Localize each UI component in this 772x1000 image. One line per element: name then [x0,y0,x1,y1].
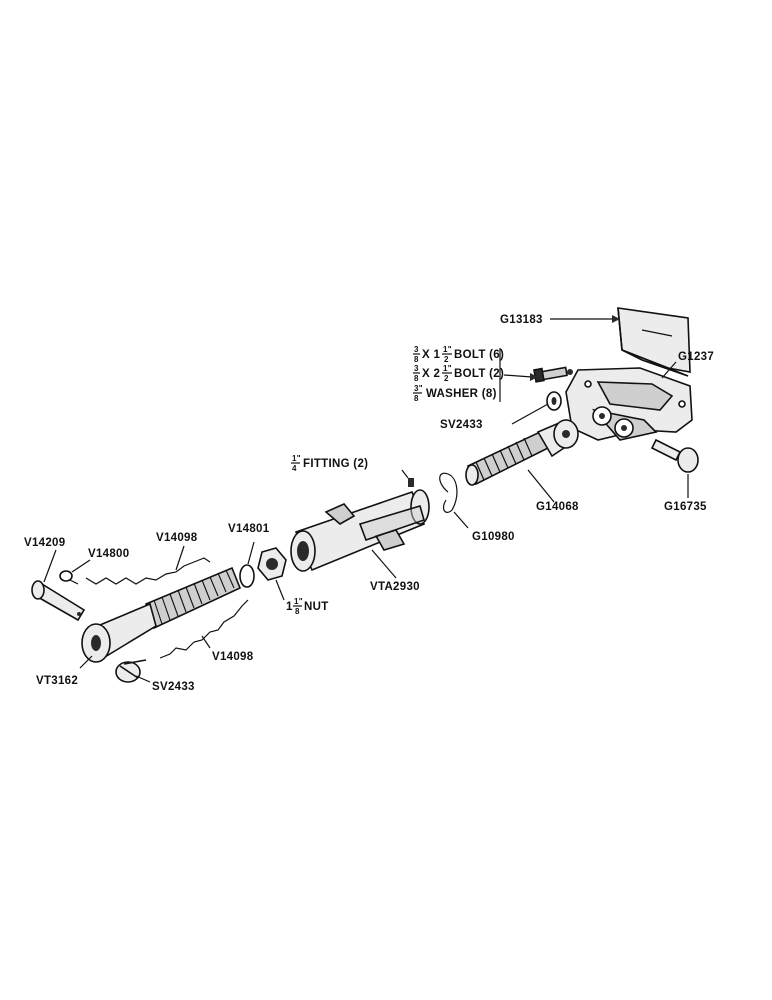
label-g13183: G13183 [500,314,543,326]
g14068-threaded-rod-end [465,418,579,486]
label-nut-text: NUT [304,601,329,613]
label-fitting-text: FITTING (2) [303,458,368,470]
label-bolt1-mid: X 1 [422,349,440,361]
label-bolt2-num: 3 [414,364,419,373]
label-bolt2-mid: X 2 [422,368,440,380]
label-v14098-top: V14098 [156,532,198,544]
label-bolt1-den: 8 [414,355,419,364]
part-labels: G13183 G1237 3 8 X 1 1" 2 BOLT (6) 3 8 X… [24,314,714,693]
v14801-retaining-ring [239,564,255,588]
label-nut-whole: 1 [286,601,293,613]
label-g1237: G1237 [678,351,714,363]
label-vta2930: VTA2930 [370,581,420,593]
label-v14800: V14800 [88,548,129,560]
label-sv2433-bottom: SV2433 [152,681,195,693]
g13183-bracket-plate [617,307,691,377]
label-bolt2-fnum: 1" [443,364,452,373]
label-bolt1-num: 3 [414,345,419,354]
nut-1-1-8 [257,547,287,581]
label-fitting-den: 4 [292,464,297,473]
bolt-and-washer [533,366,573,411]
g16735-pin [650,438,699,473]
label-v14801: V14801 [228,523,270,535]
label-bolt1-text: BOLT (6) [454,349,504,361]
label-sv2433-top: SV2433 [440,419,483,431]
label-bolt2-fden: 2 [444,374,449,383]
label-fitting-num: 1" [292,454,301,463]
label-g16735: G16735 [664,501,707,513]
label-washer-den: 8 [414,394,419,403]
g1237-hitch-casting [565,367,693,441]
v14209-clevis-pin [31,580,86,622]
sv2433-linch-pin-bottom [115,659,147,683]
v14800-hair-clip [59,570,79,585]
v14098-chain-lower [159,599,249,659]
label-v14209: V14209 [24,537,65,549]
label-g10980: G10980 [472,531,515,543]
label-nut-den: 8 [295,607,300,616]
label-bolt1-fnum: 1" [443,345,452,354]
vta2930-tube-body [290,489,430,572]
g10980-spring-clip [439,472,458,513]
v14098-chain-upper [85,557,211,585]
vt3162-threaded-rod [81,566,242,663]
label-v14098-bottom: V14098 [212,651,254,663]
leader-lines [43,315,689,683]
label-bolt2-text: BOLT (2) [454,368,504,380]
label-vt3162: VT3162 [36,675,78,687]
label-washer-text: WASHER (8) [426,388,497,400]
label-bolt1-fden: 2 [444,355,449,364]
label-nut-num: 1" [294,597,303,606]
label-g14068: G14068 [536,501,579,513]
label-washer-num: 3" [414,384,423,393]
quarter-inch-fitting [408,478,414,487]
label-bolt2-den: 8 [414,374,419,383]
